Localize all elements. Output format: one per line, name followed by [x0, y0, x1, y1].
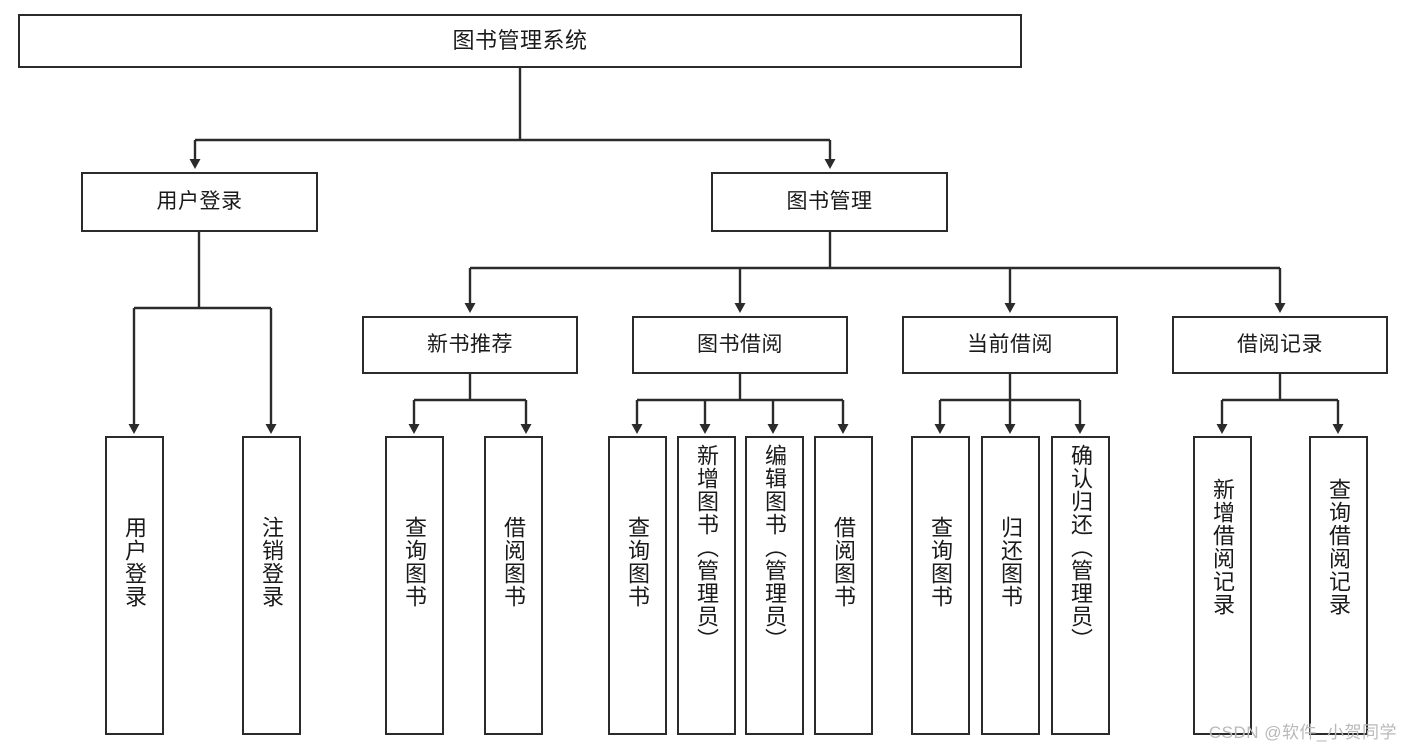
node-label: 查询图书 [928, 516, 954, 608]
node-label: 当前借阅 [967, 332, 1053, 356]
node-label: 注销登录 [259, 516, 285, 608]
node-label: 新增借阅记录 [1210, 478, 1236, 616]
node-borrow-record[interactable]: 借阅记录 [1172, 316, 1388, 374]
node-label: 查询图书 [402, 516, 428, 608]
node-label: 确认归还（管理员） [1068, 444, 1094, 651]
node-leaf-edit-book-admin[interactable]: 编辑图书（管理员） [745, 436, 804, 735]
node-label: 查询借阅记录 [1326, 478, 1352, 616]
node-label: 用户登录 [156, 189, 243, 213]
node-leaf-borrow-book[interactable]: 借阅图书 [814, 436, 873, 735]
node-label: 借阅记录 [1237, 332, 1323, 356]
node-book-borrow[interactable]: 图书借阅 [632, 316, 848, 374]
node-leaf-query-borrow-record[interactable]: 查询借阅记录 [1309, 436, 1368, 735]
node-new-book-recommend[interactable]: 新书推荐 [362, 316, 578, 374]
node-leaf-return-book[interactable]: 归还图书 [981, 436, 1040, 735]
node-label: 图书借阅 [697, 332, 783, 356]
node-root-library-system[interactable]: 图书管理系统 [18, 14, 1022, 68]
node-label: 查询图书 [625, 516, 651, 608]
node-label: 图书管理系统 [452, 28, 588, 54]
node-leaf-user-login[interactable]: 用户登录 [105, 436, 164, 735]
csdn-watermark: CSDN @软件_小贺同学 [1208, 723, 1397, 742]
node-leaf-add-borrow-record[interactable]: 新增借阅记录 [1193, 436, 1252, 735]
node-label: 借阅图书 [831, 516, 857, 608]
node-label: 新增图书（管理员） [694, 444, 720, 651]
node-leaf-query-book-current[interactable]: 查询图书 [911, 436, 970, 735]
node-label: 编辑图书（管理员） [762, 444, 788, 651]
node-leaf-logout[interactable]: 注销登录 [242, 436, 301, 735]
node-label: 归还图书 [998, 516, 1024, 608]
node-user-login[interactable]: 用户登录 [81, 172, 318, 232]
node-leaf-confirm-return-admin[interactable]: 确认归还（管理员） [1051, 436, 1110, 735]
node-label: 用户登录 [122, 516, 148, 608]
node-label: 借阅图书 [501, 516, 527, 608]
node-leaf-query-book-borrow[interactable]: 查询图书 [608, 436, 667, 735]
node-leaf-add-book-admin[interactable]: 新增图书（管理员） [677, 436, 736, 735]
node-current-borrow[interactable]: 当前借阅 [902, 316, 1118, 374]
node-label: 图书管理 [786, 189, 873, 213]
node-book-management[interactable]: 图书管理 [711, 172, 948, 232]
node-label: 新书推荐 [427, 332, 513, 356]
node-leaf-borrow-book-recommend[interactable]: 借阅图书 [484, 436, 543, 735]
node-leaf-query-book-recommend[interactable]: 查询图书 [385, 436, 444, 735]
